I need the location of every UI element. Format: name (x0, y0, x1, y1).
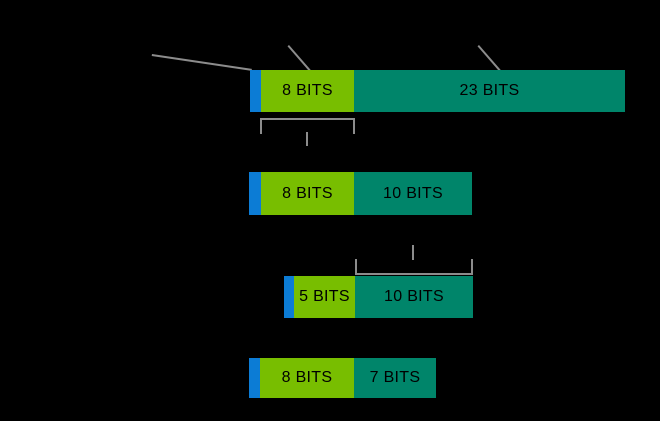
row-1-green-label: 8 BITS (282, 82, 333, 99)
bracket-row-1 (260, 118, 355, 134)
row-4-blue-segment (249, 358, 260, 398)
row-3-green-label: 5 BITS (299, 288, 350, 305)
row-4-green-label: 8 BITS (281, 369, 333, 386)
bracket-row-3-stem (412, 245, 414, 260)
row-3-green-segment: 5 BITS (294, 276, 355, 318)
bit-field-row-2: 8 BITS 10 BITS (249, 172, 472, 215)
leader-line-left (151, 54, 252, 71)
leader-line-middle (287, 45, 311, 72)
leader-line-right (477, 45, 501, 72)
row-1-teal-label: 23 BITS (459, 82, 520, 99)
row-4-green-segment: 8 BITS (260, 358, 354, 398)
bracket-row-1-stem (306, 132, 308, 146)
row-2-teal-label: 10 BITS (383, 184, 443, 202)
row-2-blue-segment (249, 172, 261, 215)
bit-field-row-1: 8 BITS 23 BITS (250, 70, 625, 112)
bracket-row-3 (355, 259, 473, 275)
row-3-teal-label: 10 BITS (384, 288, 444, 305)
row-2-green-label: 8 BITS (282, 184, 333, 202)
row-1-green-segment: 8 BITS (261, 70, 354, 112)
row-1-teal-segment: 23 BITS (354, 70, 625, 112)
row-3-blue-segment (284, 276, 294, 318)
row-1-blue-segment (250, 70, 261, 112)
row-2-teal-segment: 10 BITS (354, 172, 472, 215)
bit-field-row-3: 5 BITS 10 BITS (284, 276, 473, 318)
row-4-teal-label: 7 BITS (369, 369, 421, 386)
row-4-teal-segment: 7 BITS (354, 358, 436, 398)
bit-field-row-4: 8 BITS 7 BITS (249, 358, 436, 398)
row-3-teal-segment: 10 BITS (355, 276, 473, 318)
row-2-green-segment: 8 BITS (261, 172, 354, 215)
